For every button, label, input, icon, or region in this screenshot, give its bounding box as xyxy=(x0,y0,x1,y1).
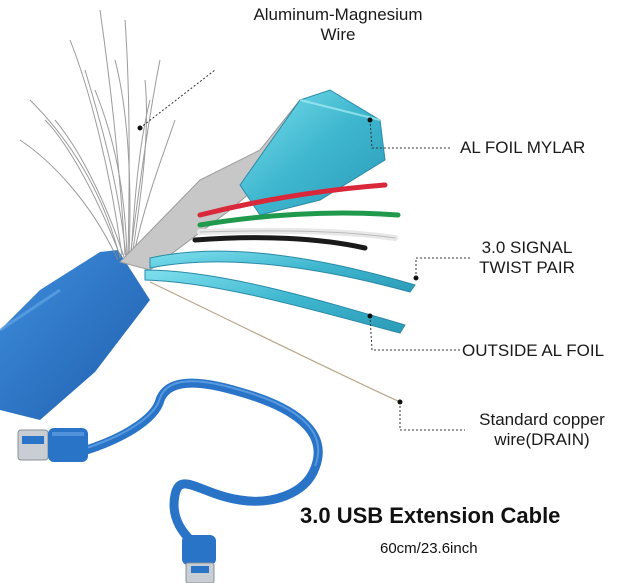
signal-twist-pair-line1: 3.0 SIGNAL xyxy=(481,238,573,257)
leader-dots xyxy=(137,117,419,405)
signal-twist-pair-line2: TWIST PAIR xyxy=(479,258,575,277)
drain-wire-label: Standard copper wire(DRAIN) xyxy=(467,410,617,450)
usb-a-connector-icon xyxy=(17,428,88,462)
braid-strands xyxy=(19,9,176,261)
drain-wire-line2: wire(DRAIN) xyxy=(494,430,590,449)
aluminum-magnesium-wire-line1: Aluminum-Magnesium xyxy=(253,5,423,24)
al-foil-mylar-label: AL FOIL MYLAR xyxy=(460,138,586,157)
signal-twist-pair-label: 3.0 SIGNAL TWIST PAIR xyxy=(462,238,592,278)
cable-jacket xyxy=(0,250,150,420)
aluminum-magnesium-wire-line2: Wire xyxy=(320,25,356,44)
aluminum-magnesium-wire-label: Aluminum-Magnesium Wire xyxy=(238,5,438,45)
coiled-cable xyxy=(75,378,323,550)
product-length: 60cm/23.6inch xyxy=(380,540,478,557)
coiled-cable-highlight xyxy=(79,380,320,467)
inner-wires xyxy=(192,182,401,251)
usb-a-connector-icon xyxy=(182,535,216,583)
drain-wire xyxy=(149,281,401,403)
al-foil-mylar xyxy=(239,89,386,216)
drain-wire-line1: Standard copper xyxy=(479,410,605,429)
product-title: 3.0 USB Extension Cable xyxy=(300,503,561,528)
foil-strips xyxy=(144,250,416,334)
outside-al-foil-label: OUTSIDE AL FOIL xyxy=(462,341,605,360)
leader-lines xyxy=(139,69,470,431)
